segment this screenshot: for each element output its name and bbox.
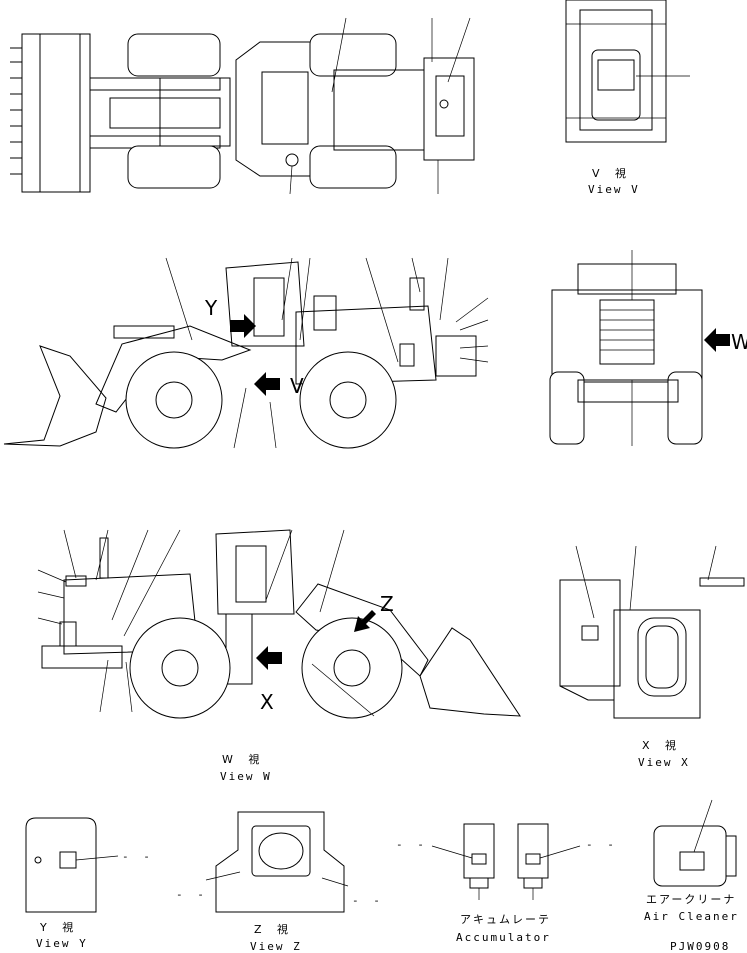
view-y-drawing xyxy=(25,817,119,913)
accumulator-drawing xyxy=(431,823,581,900)
view-x-title-jp: X 視 xyxy=(642,739,683,752)
arrow-marker-y: Y xyxy=(205,296,218,320)
arrow-marker-x: X xyxy=(260,690,274,714)
view-w-title-en: View W xyxy=(220,770,272,783)
arrow-marker-v: V xyxy=(290,374,304,398)
view-v-title-en: View V xyxy=(588,183,640,196)
view-x-title-en: View X xyxy=(638,756,690,769)
top-plan-view xyxy=(10,17,475,195)
view-w-drawing xyxy=(549,250,730,446)
callout-stub: - - xyxy=(176,888,208,901)
drawing-number: PJW0908 xyxy=(670,940,731,953)
air-cleaner-label-en: Air Cleaner xyxy=(644,910,739,923)
callout-stub: - - xyxy=(122,850,154,863)
view-w-title-jp: W 視 xyxy=(222,753,266,766)
view-v-drawing xyxy=(565,0,690,143)
air-cleaner-label-jp: エアークリーナ xyxy=(646,893,737,906)
view-y-title-en: View Y xyxy=(36,937,88,950)
view-z-title-en: View Z xyxy=(250,940,302,953)
air-cleaner-drawing xyxy=(653,799,737,887)
left-side-view xyxy=(3,257,489,449)
callout-stub: - - xyxy=(396,838,428,851)
arrow-marker-z: Z xyxy=(380,592,394,616)
view-z-drawing xyxy=(205,811,349,913)
arrow-marker-w: W xyxy=(731,330,747,354)
view-x-drawing xyxy=(559,545,745,719)
callout-stub: - - xyxy=(586,838,618,851)
view-y-title-jp: Y 視 xyxy=(40,921,80,934)
callout-stub: - - xyxy=(352,894,384,907)
accumulator-label-jp: アキュムレーテ xyxy=(460,913,551,926)
accumulator-label-en: Accumulator xyxy=(456,931,551,944)
view-v-title-jp: V 視 xyxy=(592,167,633,180)
right-side-view xyxy=(37,529,521,719)
view-z-title-jp: Z 視 xyxy=(254,923,295,936)
